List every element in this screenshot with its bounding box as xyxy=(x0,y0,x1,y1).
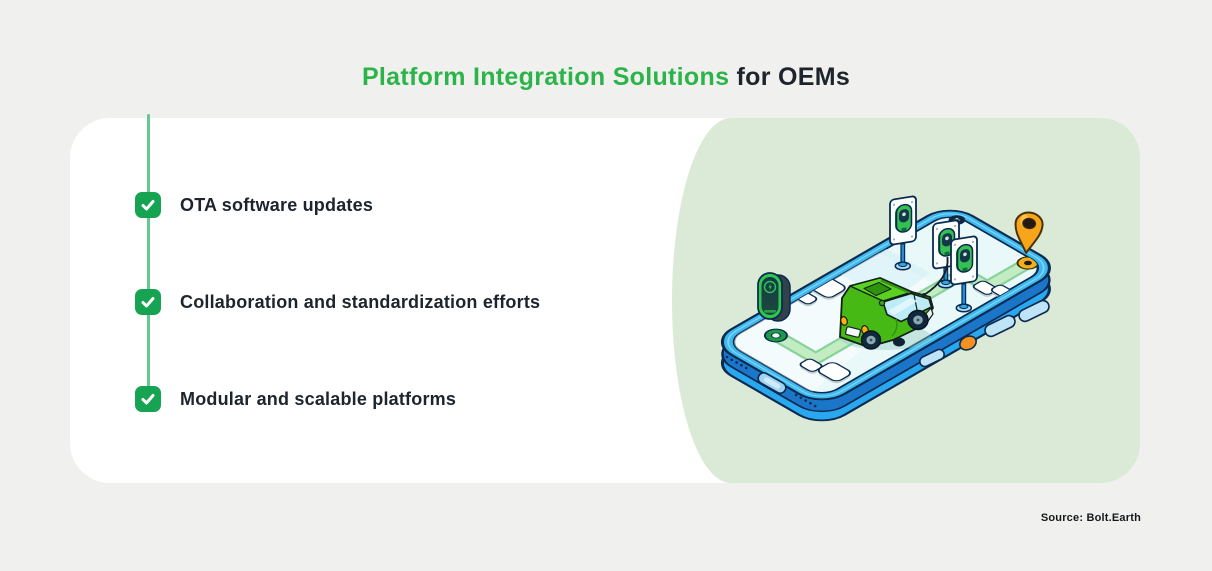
phone-side-buttons xyxy=(919,299,1050,368)
checklist-item: OTA software updates xyxy=(135,192,373,218)
title-highlight: Platform Integration Solutions xyxy=(361,62,730,91)
checkmark-icon xyxy=(135,192,161,218)
checkmark-icon xyxy=(135,289,161,315)
checklist-label: Modular and scalable platforms xyxy=(180,388,457,409)
page-title: Platform Integration Solutions for OEMs xyxy=(0,63,1212,92)
illustration-panel xyxy=(672,118,1140,483)
checklist-item: Collaboration and standardization effort… xyxy=(135,289,540,315)
charging-station-icon xyxy=(950,235,978,313)
destination-pin-icon xyxy=(1014,211,1044,254)
building-icons xyxy=(796,276,1013,384)
checklist-item: Modular and scalable platforms xyxy=(135,386,456,412)
charging-port-icon xyxy=(757,372,787,394)
start-ring-icon xyxy=(763,328,788,343)
wall-charger-icon xyxy=(757,272,791,322)
charging-station-icon xyxy=(889,195,917,271)
source-note: Source: Bolt.Earth xyxy=(1040,512,1141,524)
ev-platform-illustration xyxy=(720,195,1051,422)
checklist-label: Collaboration and standardization effort… xyxy=(180,291,541,312)
checklist-label: OTA software updates xyxy=(180,194,374,215)
phone-speaker-dots xyxy=(725,355,817,408)
ev-car-icon xyxy=(839,277,934,350)
checkmark-icon xyxy=(135,386,161,412)
orange-button-icon xyxy=(959,335,977,351)
title-rest: for OEMs xyxy=(736,62,851,91)
charging-cable xyxy=(922,256,949,297)
timeline-line xyxy=(147,114,150,400)
content-card: OTA software updates Collaboration and s… xyxy=(70,114,1140,483)
